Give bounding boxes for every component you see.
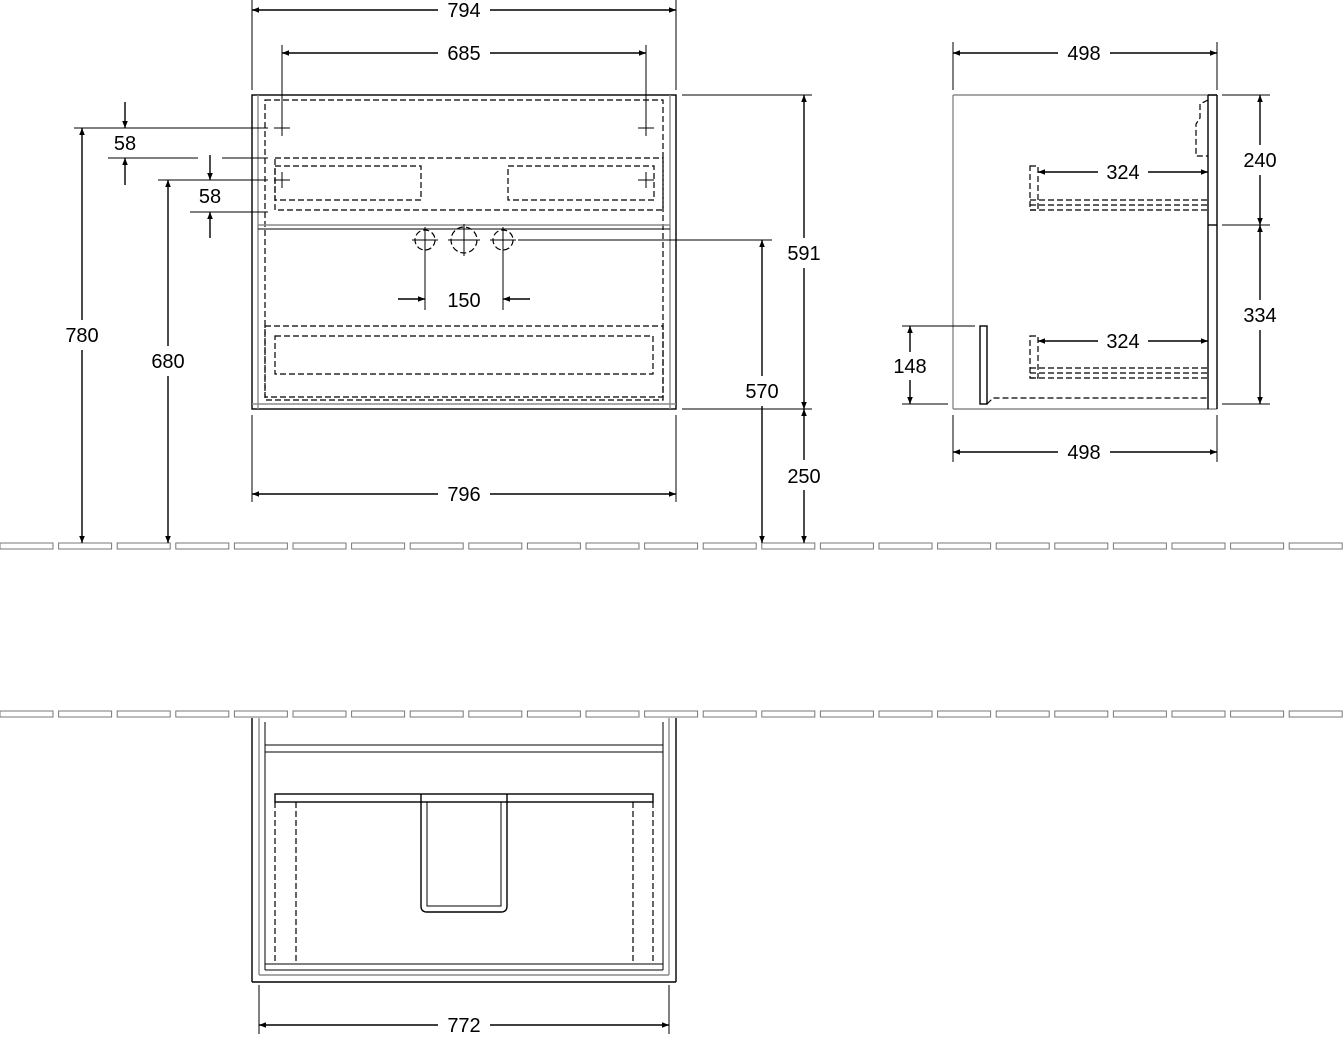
floor-segment [995, 542, 1050, 550]
floor-line [0, 542, 1343, 550]
dim-570: 570 [745, 381, 778, 403]
dim-685: 685 [447, 43, 480, 65]
floor-segment [1230, 710, 1285, 718]
dim-148: 148 [893, 356, 926, 378]
floor-segment [995, 710, 1050, 718]
floor-segment [1171, 710, 1226, 718]
floor-segment [702, 542, 757, 550]
dim-772: 772 [447, 1015, 480, 1037]
floor-segment [585, 542, 640, 550]
floor-segment [175, 542, 230, 550]
tap-connection-icon [490, 227, 516, 253]
floor-segment [1112, 710, 1167, 718]
dim-796: 796 [447, 484, 480, 506]
floor-segment [819, 542, 874, 550]
floor-segment [1288, 542, 1343, 550]
drain-connection-icon [448, 224, 480, 256]
floor-segment [937, 542, 992, 550]
floor-segment [292, 542, 347, 550]
floor-segment [0, 710, 54, 718]
floor-segment [644, 542, 699, 550]
plan-view-cabinet [251, 718, 677, 983]
floor-segment [409, 710, 464, 718]
floor-segment [761, 542, 816, 550]
dim-58-upper: 58 [114, 133, 136, 155]
floor-segment [585, 710, 640, 718]
dim-324-upper: 324 [1106, 162, 1139, 184]
plan-dimensions: 772 [258, 985, 670, 1037]
floor-segment [878, 542, 933, 550]
floor-segment [761, 710, 816, 718]
floor-segment [937, 710, 992, 718]
floor-segment [233, 710, 288, 718]
floor-segment [175, 710, 230, 718]
dim-334: 334 [1243, 305, 1276, 327]
tap-connection-icon [412, 227, 438, 253]
floor-segment [1288, 710, 1343, 718]
side-dimensions: 498 498 324 324 240 334 148 [893, 42, 1277, 464]
floor-segment [292, 710, 347, 718]
dim-240: 240 [1243, 150, 1276, 172]
floor-segment [468, 542, 523, 550]
floor-segment [1230, 542, 1285, 550]
floor-segment [1054, 710, 1109, 718]
floor-segment [58, 542, 113, 550]
floor-segment [644, 710, 699, 718]
floor-segment [1054, 542, 1109, 550]
floor-segment [702, 710, 757, 718]
dim-498-bottom: 498 [1067, 442, 1100, 464]
floor-segment [116, 542, 171, 550]
dim-324-lower: 324 [1106, 331, 1139, 353]
floor-segment [1171, 542, 1226, 550]
floor-segment [468, 710, 523, 718]
dim-591: 591 [787, 243, 820, 265]
floor-segment [351, 542, 406, 550]
dim-680: 680 [151, 351, 184, 373]
floor-segment [0, 542, 54, 550]
dim-250: 250 [787, 466, 820, 488]
floor-segment [1112, 542, 1167, 550]
floor-segment [351, 710, 406, 718]
side-view-cabinet [952, 94, 1218, 410]
dim-794: 794 [447, 0, 480, 22]
floor-segment [58, 710, 113, 718]
floor-segment [233, 542, 288, 550]
front-dimensions: 794 685 796 591 250 570 780 [65, 0, 821, 543]
floor-segment [116, 710, 171, 718]
floor-segment [526, 710, 581, 718]
floor-segment [878, 710, 933, 718]
floor-segment [409, 542, 464, 550]
dim-498-top: 498 [1067, 43, 1100, 65]
dim-58-lower: 58 [199, 186, 221, 208]
front-view-cabinet [251, 94, 677, 410]
floor-segment [526, 542, 581, 550]
dim-780: 780 [65, 325, 98, 347]
dim-150: 150 [447, 290, 480, 312]
wall-line [0, 710, 1343, 718]
floor-segment [819, 710, 874, 718]
